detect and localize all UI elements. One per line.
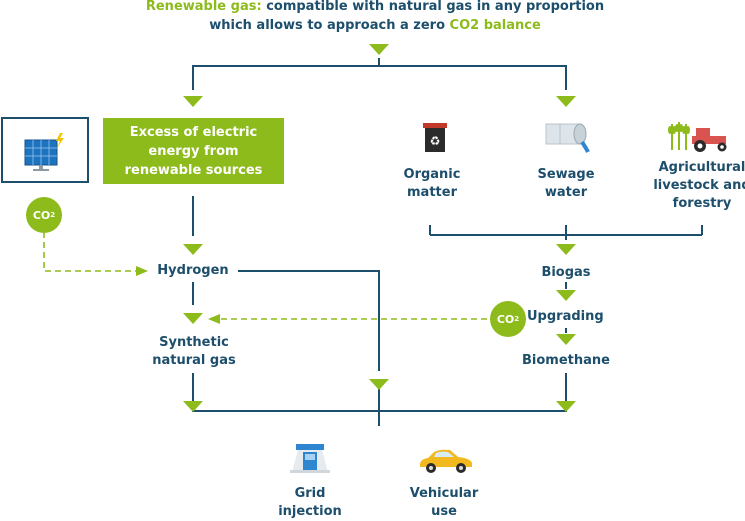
car-icon xyxy=(420,449,472,473)
sewage-pipe-icon xyxy=(545,123,590,153)
gas-station-icon xyxy=(290,444,330,473)
header-highlight: Renewable gas: xyxy=(145,0,262,14)
tractor-icon xyxy=(668,122,727,152)
excess-energy-box: Excess of electric energy from renewable… xyxy=(103,118,284,184)
agricultural-label: Agricultural livestock and forestry xyxy=(653,160,745,211)
hydrogen-label: Hydrogen xyxy=(157,263,229,278)
co2-subscript: 2 xyxy=(50,211,56,219)
recycle-bin-icon: ♻ xyxy=(423,123,447,152)
header-text: compatible with natural gas in any propo… xyxy=(209,0,605,33)
excess-energy-label: Excess of electric energy from renewable… xyxy=(124,124,263,178)
biomethane-label: Biomethane xyxy=(522,353,610,368)
sewage-water-label: Sewage water xyxy=(537,167,595,200)
solar-panel-box xyxy=(1,117,89,183)
biogas-label: Biogas xyxy=(541,265,591,280)
co2-subscript: 2 xyxy=(514,315,520,323)
solar-panel-icon xyxy=(24,133,64,171)
synthetic-natural-gas-label: Synthetic natural gas xyxy=(152,335,236,368)
grid-injection-label: Grid injection xyxy=(278,486,342,519)
co2-label: CO xyxy=(32,208,51,222)
organic-matter-label: Organic matter xyxy=(403,167,461,200)
diagram-header: Renewable gas: compatible with natural g… xyxy=(140,0,610,35)
vehicular-use-label: Vehicular use xyxy=(409,486,479,519)
header-co2-balance: CO2 balance xyxy=(449,18,541,33)
co2-label: CO xyxy=(496,312,515,326)
upgrading-label: Upgrading xyxy=(527,309,604,324)
svg-text:♻: ♻ xyxy=(430,134,441,148)
